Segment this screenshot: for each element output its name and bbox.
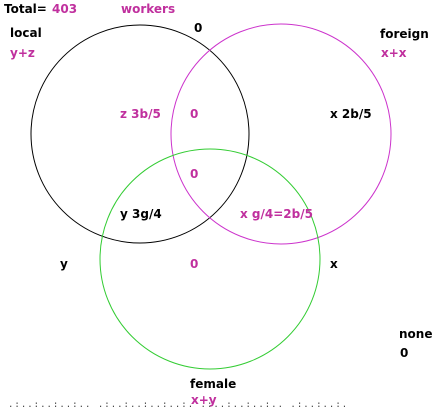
side-label-left: y — [60, 257, 68, 271]
region-female-only: 0 — [190, 257, 199, 271]
set-female-expr: x+y — [191, 393, 217, 407]
none-label: none — [399, 327, 433, 341]
total-value: 403 — [52, 2, 78, 16]
region-local-only: z 3b/5 — [120, 107, 161, 121]
set-local-expr: y+z — [10, 46, 35, 60]
total-label: Total= — [4, 2, 47, 16]
none-value: 0 — [400, 346, 409, 360]
foreign-circle — [170, 23, 392, 245]
local-circle — [30, 24, 250, 244]
clipped-text-row: .:..:..:..:.. .:..:..:..:..:. .:..:..:..… — [8, 402, 348, 409]
region-local-foreign: 0 — [190, 107, 199, 121]
region-local-female: y 3g/4 — [120, 207, 162, 221]
side-label-right: x — [330, 257, 338, 271]
region-outside-top: 0 — [194, 21, 203, 35]
female-circle — [99, 148, 321, 370]
set-foreign-name: foreign — [380, 27, 429, 41]
set-female-name: female — [190, 377, 237, 391]
unit-label: workers — [121, 2, 176, 16]
region-all-three: 0 — [190, 167, 199, 181]
region-foreign-female: x g/4=2b/5 — [240, 207, 313, 221]
set-local-name: local — [10, 26, 42, 40]
set-foreign-expr: x+x — [381, 46, 407, 60]
region-foreign-only: x 2b/5 — [330, 107, 372, 121]
